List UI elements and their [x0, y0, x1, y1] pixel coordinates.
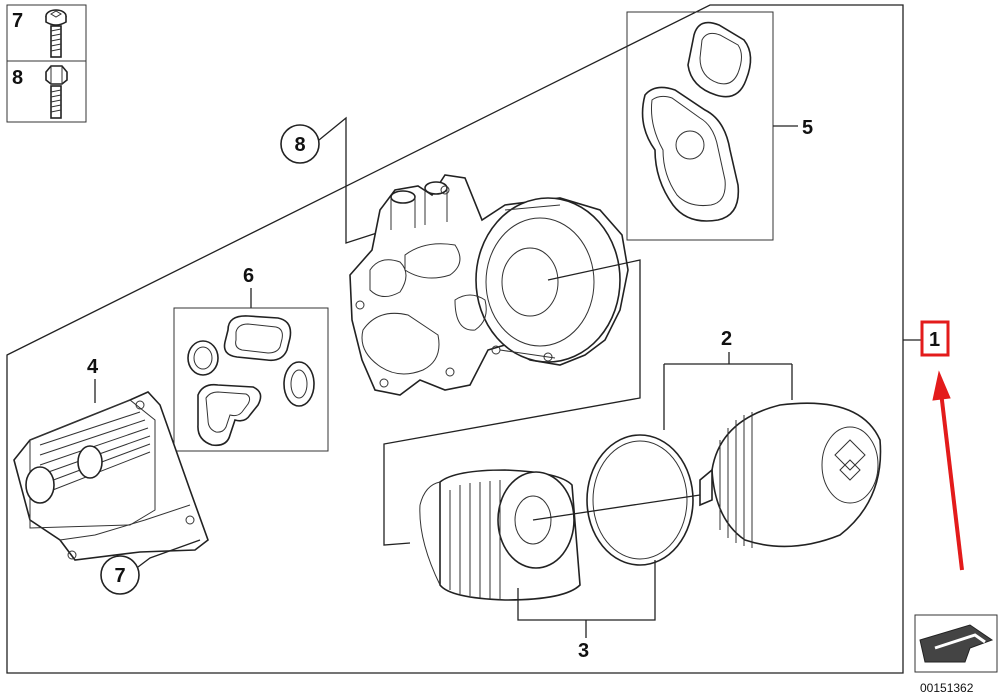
housing-leader: [383, 259, 641, 546]
part-1-callout: 1: [903, 320, 950, 357]
oil-cooler-4: 4: [13, 356, 209, 561]
catalog-arrow-icon: [914, 614, 998, 673]
gasket-set-6-frame: [173, 307, 329, 452]
callout-8-label: 8: [294, 134, 305, 156]
legend-number-8: 8: [12, 67, 23, 89]
filter-element-3: [419, 469, 581, 601]
bolt-legend: 7 8: [6, 4, 87, 123]
assembly-frame: [6, 4, 904, 674]
bracket-2: 2: [663, 328, 793, 430]
filter-cap-2: [699, 402, 882, 548]
part-6-label: 6: [243, 265, 254, 287]
document-number: 00151362: [920, 681, 974, 695]
hex-bolt-icon: [45, 65, 68, 119]
callout-7-label: 7: [114, 565, 125, 587]
part-5-label: 5: [802, 117, 813, 139]
catalog-icon-frame: [914, 614, 998, 673]
oil-filter-housing: [349, 174, 629, 396]
part-1-label: 1: [929, 329, 940, 351]
bracket-3: 3: [517, 560, 656, 662]
gasket-set-5: 5: [626, 11, 813, 241]
bolt-legend-frame: [6, 4, 87, 123]
gasket-set-6: 6: [173, 265, 329, 452]
callout-8: 8: [280, 116, 381, 244]
part-3-label: 3: [578, 640, 589, 662]
assembly-axis: [532, 494, 701, 521]
part-1-highlight-box: [920, 320, 950, 357]
torx-bolt-icon: [45, 9, 67, 58]
red-arrow-icon: [932, 370, 964, 571]
part-4-label: 4: [87, 356, 99, 378]
legend-number-7: 7: [12, 10, 23, 32]
part-2-label: 2: [721, 328, 732, 350]
o-ring: [586, 434, 694, 566]
callout-7: 7: [100, 539, 201, 595]
